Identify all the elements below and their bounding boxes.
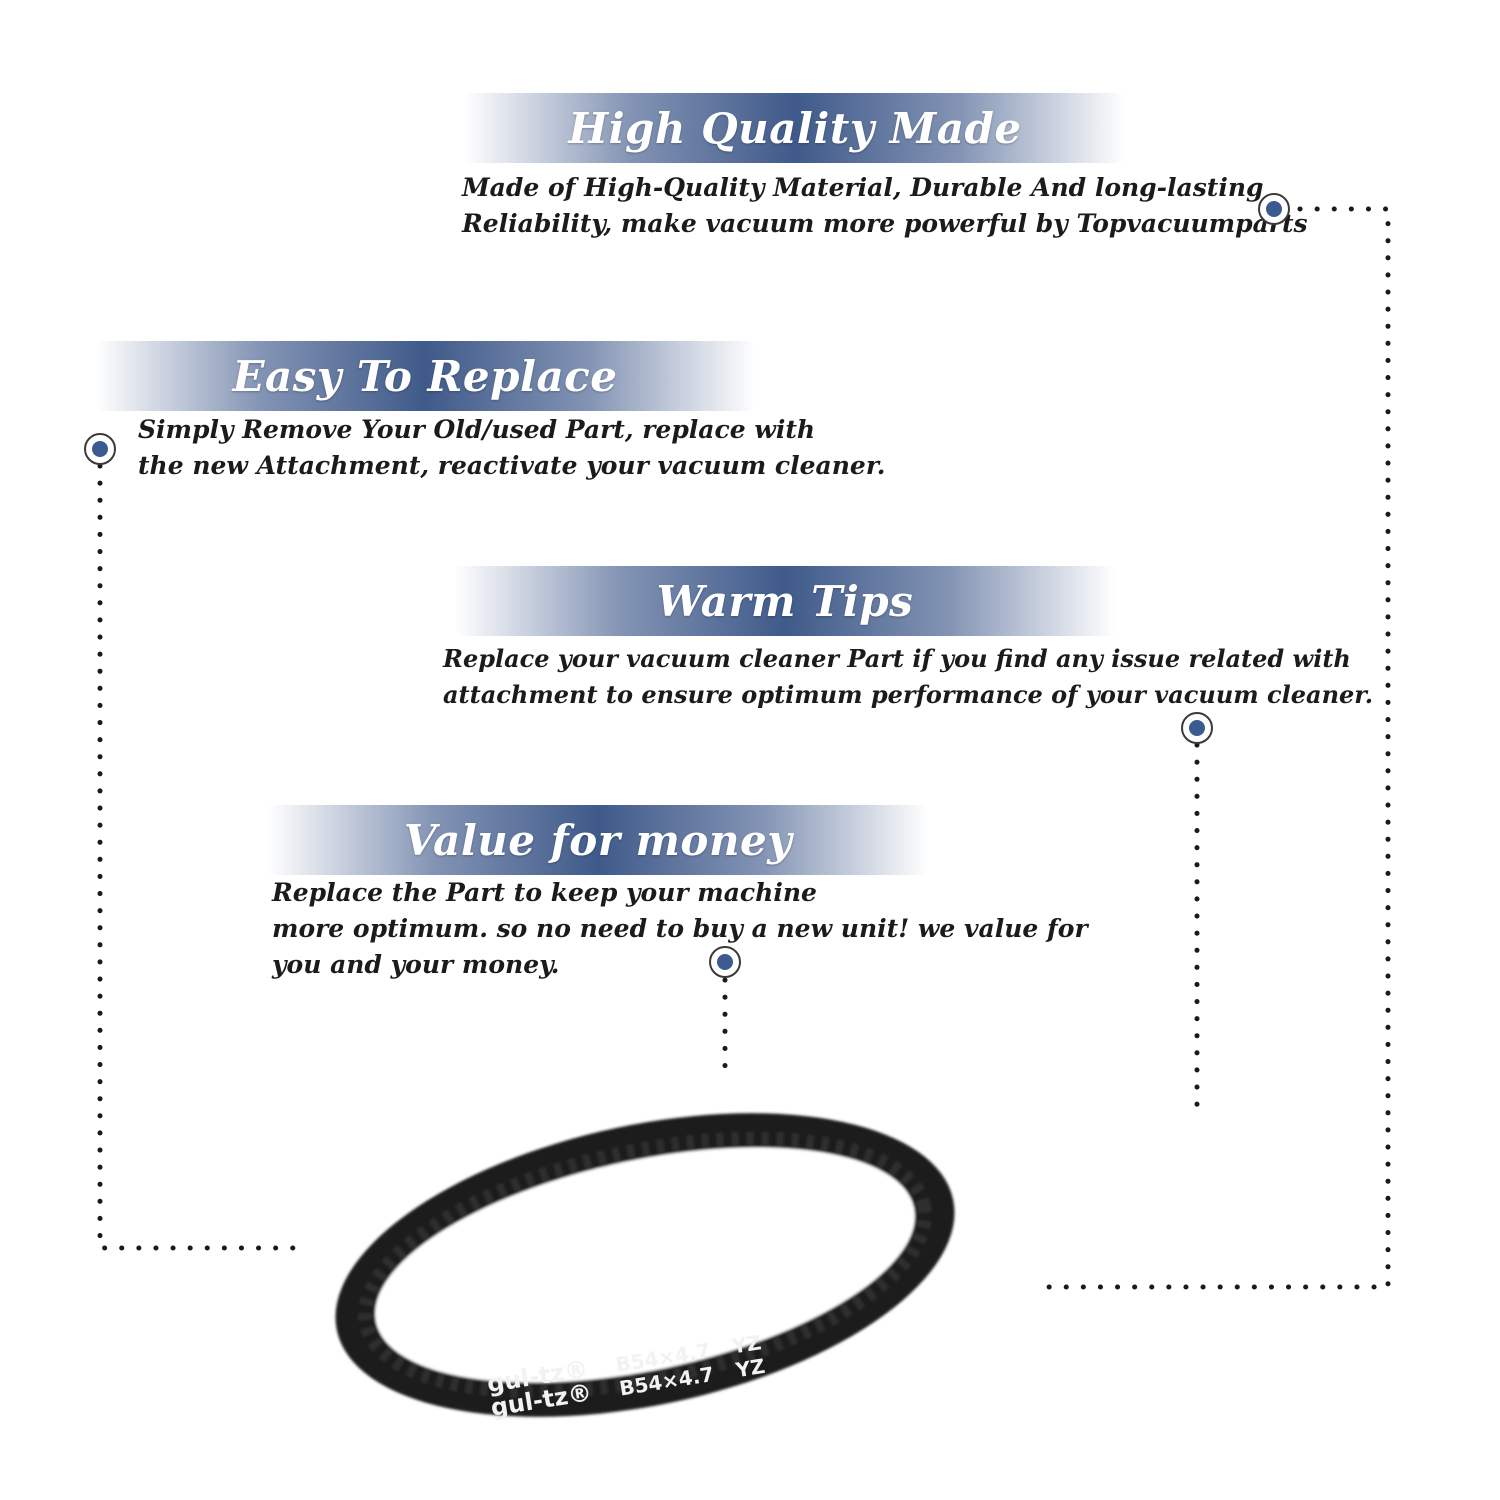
- desc-high-quality: Made of High-Quality Material, Durable A…: [462, 170, 1308, 242]
- banner-value-money: Value for money: [268, 805, 928, 875]
- heading-easy-replace: Easy To Replace: [232, 351, 618, 401]
- desc-line: the new Attachment, reactivate your vacu…: [138, 451, 886, 480]
- desc-line: Simply Remove Your Old/used Part, replac…: [138, 415, 816, 444]
- connector-high-quality: [1035, 206, 1391, 1290]
- banner-easy-replace: Easy To Replace: [95, 341, 755, 411]
- desc-line: more optimum. so no need to buy a new un…: [272, 914, 1088, 943]
- banner-warm-tips: Warm Tips: [455, 566, 1115, 636]
- marker-dot-easy-replace: [84, 433, 116, 465]
- heading-high-quality: High Quality Made: [568, 103, 1022, 153]
- marker-dot-high-quality: [1258, 193, 1290, 225]
- marker-dot-warm-tips: [1181, 712, 1213, 744]
- desc-line: Made of High-Quality Material, Durable A…: [462, 173, 1264, 202]
- marker-dot-value-money: [709, 946, 741, 978]
- desc-easy-replace: Simply Remove Your Old/used Part, replac…: [138, 412, 885, 484]
- desc-line: attachment to ensure optimum performance…: [443, 680, 1374, 709]
- heading-value-money: Value for money: [403, 815, 793, 865]
- desc-line: you and your money.: [272, 950, 560, 979]
- drive-belt-image: gul-tz® B54×4.7 YZ gul-tz® B54×4.7 YZ: [335, 1113, 955, 1422]
- desc-line: Replace the Part to keep your machine: [272, 878, 817, 907]
- heading-warm-tips: Warm Tips: [656, 576, 914, 626]
- desc-warm-tips: Replace your vacuum cleaner Part if you …: [443, 641, 1373, 713]
- banner-high-quality: High Quality Made: [465, 93, 1125, 163]
- desc-line: Replace your vacuum cleaner Part if you …: [443, 644, 1351, 673]
- belt-code-text: YZ: [733, 1354, 766, 1382]
- connector-easy-replace: [97, 463, 298, 1251]
- desc-value-money: Replace the Part to keep your machine mo…: [272, 875, 1088, 983]
- belt-code-text: YZ: [729, 1330, 762, 1358]
- desc-line: Reliability, make vacuum more powerful b…: [462, 209, 1308, 238]
